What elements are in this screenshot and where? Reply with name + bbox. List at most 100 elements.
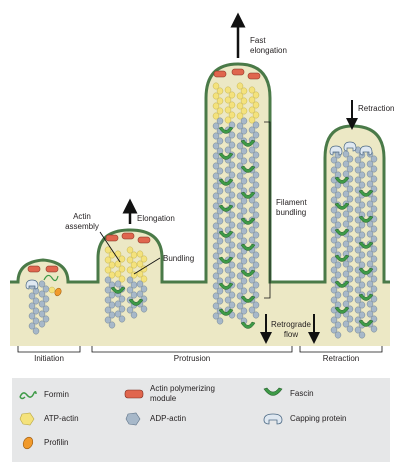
stage-retraction: Retraction bbox=[322, 354, 360, 363]
actin-monomer bbox=[366, 300, 374, 308]
actin-monomer bbox=[370, 205, 378, 213]
actin-monomer bbox=[252, 201, 260, 209]
fascin-mark bbox=[128, 298, 144, 306]
actin-monomer bbox=[136, 290, 144, 298]
actin-monomer bbox=[334, 191, 342, 199]
actin-monomer bbox=[346, 155, 354, 163]
actin-monomer bbox=[126, 276, 134, 284]
actin-monomer bbox=[240, 157, 248, 165]
actin-monomer bbox=[370, 255, 378, 263]
actin-monomer bbox=[216, 197, 224, 205]
actin-monomer bbox=[346, 275, 354, 283]
actin-monomer bbox=[248, 306, 256, 314]
actin-monomer bbox=[334, 241, 342, 249]
actin-monomer bbox=[330, 196, 338, 204]
polymerizing-module-mark bbox=[247, 72, 261, 80]
fascin-mark bbox=[334, 306, 350, 314]
actin-monomer bbox=[342, 240, 350, 248]
actin-monomer bbox=[104, 246, 112, 254]
actin-monomer bbox=[140, 275, 148, 283]
adp-actin-icon bbox=[125, 412, 141, 426]
fascin-mark bbox=[358, 189, 374, 197]
actin-monomer bbox=[212, 172, 220, 180]
actin-monomer bbox=[104, 276, 112, 284]
actin-monomer bbox=[354, 206, 362, 214]
actin-monomer bbox=[342, 260, 350, 268]
actin-monomer bbox=[126, 286, 134, 294]
actin-monomer bbox=[252, 111, 260, 119]
actin-monomer bbox=[236, 252, 244, 260]
actin-monomer bbox=[346, 315, 354, 323]
actin-monomer bbox=[118, 305, 126, 313]
actin-monomer bbox=[212, 312, 220, 320]
actin-monomer bbox=[236, 102, 244, 110]
actin-monomer bbox=[334, 291, 342, 299]
actin-monomer bbox=[358, 251, 366, 259]
actin-monomer bbox=[28, 302, 36, 310]
actin-monomer bbox=[104, 316, 112, 324]
actin-monomer bbox=[358, 231, 366, 239]
actin-monomer bbox=[32, 307, 40, 315]
actin-monomer bbox=[108, 321, 116, 329]
actin-monomer bbox=[28, 322, 36, 330]
actin-monomer bbox=[366, 230, 374, 238]
actin-monomer bbox=[366, 250, 374, 258]
actin-monomer bbox=[228, 301, 236, 309]
actin-monomer bbox=[228, 161, 236, 169]
actin-monomer bbox=[248, 96, 256, 104]
actin-monomer bbox=[366, 200, 374, 208]
actin-monomer bbox=[354, 246, 362, 254]
actin-monomer bbox=[216, 267, 224, 275]
actin-monomer bbox=[354, 326, 362, 334]
actin-monomer bbox=[370, 165, 378, 173]
actin-monomer bbox=[236, 122, 244, 130]
actin-monomer bbox=[370, 325, 378, 333]
actin-monomer bbox=[358, 221, 366, 229]
actin-monomer bbox=[334, 261, 342, 269]
actin-monomer bbox=[346, 185, 354, 193]
actin-monomer bbox=[212, 82, 220, 90]
bundling-pointer bbox=[133, 257, 161, 275]
fast-elongation-label: Fast elongation bbox=[250, 36, 287, 55]
actin-monomer bbox=[240, 87, 248, 95]
actin-monomer bbox=[354, 156, 362, 164]
actin-monomer bbox=[212, 132, 220, 140]
actin-monomer bbox=[212, 272, 220, 280]
actin-monomer bbox=[354, 296, 362, 304]
actin-monomer bbox=[252, 311, 260, 319]
actin-monomer bbox=[334, 211, 342, 219]
actin-monomer bbox=[370, 225, 378, 233]
cell-membrane bbox=[10, 62, 390, 284]
actin-monomer bbox=[330, 156, 338, 164]
actin-monomer bbox=[212, 222, 220, 230]
legend-formin: Formin bbox=[18, 388, 69, 402]
actin-monomer bbox=[330, 286, 338, 294]
actin-monomer bbox=[346, 215, 354, 223]
actin-monomer bbox=[216, 107, 224, 115]
retraction-top-label: Retraction bbox=[358, 104, 395, 113]
fascin-mark bbox=[240, 295, 256, 303]
actin-monomer bbox=[346, 245, 354, 253]
fascin-mark bbox=[218, 308, 234, 316]
actin-monomer bbox=[140, 305, 148, 313]
actin-monomer bbox=[248, 116, 256, 124]
actin-monomer bbox=[240, 277, 248, 285]
actin-monomer bbox=[228, 141, 236, 149]
actin-monomer bbox=[346, 295, 354, 303]
actin-monomer bbox=[236, 142, 244, 150]
actin-monomer bbox=[370, 295, 378, 303]
polymerizing-module-mark bbox=[121, 232, 135, 240]
actin-monomer bbox=[342, 190, 350, 198]
actin-monomer bbox=[252, 101, 260, 109]
actin-monomer bbox=[358, 201, 366, 209]
actin-assembly-label: Actin assembly bbox=[65, 212, 99, 231]
actin-monomer bbox=[358, 161, 366, 169]
actin-monomer bbox=[38, 310, 46, 318]
actin-monomer bbox=[252, 171, 260, 179]
fascin-mark bbox=[110, 286, 126, 294]
cell-cytoplasm bbox=[10, 64, 390, 346]
capping-protein-mark bbox=[329, 145, 343, 156]
protrusion-bracket bbox=[91, 346, 293, 353]
actin-monomer bbox=[212, 122, 220, 130]
fascin-mark bbox=[334, 202, 350, 210]
